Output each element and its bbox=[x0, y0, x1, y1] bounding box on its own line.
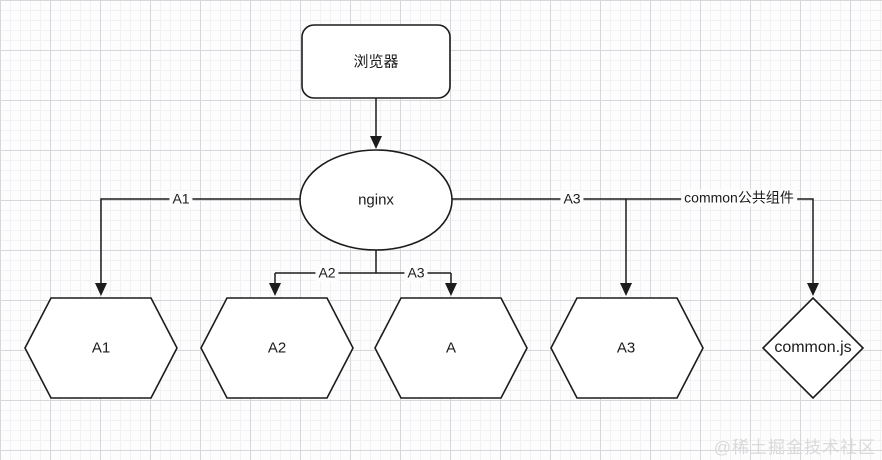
hexagon-a-label: A bbox=[445, 339, 457, 357]
nginx-node-label: nginx bbox=[358, 191, 394, 209]
arrowhead-nginx-to-a2 bbox=[269, 283, 281, 296]
hexagon-a-shape bbox=[374, 297, 528, 399]
edge-label-a3-mid: A3 bbox=[404, 264, 428, 282]
arrowhead-nginx-to-common bbox=[807, 283, 819, 296]
edge-nginx-to-common bbox=[452, 198, 814, 283]
diamond-commonjs-shape bbox=[761, 296, 865, 400]
arrowhead-browser-to-nginx bbox=[370, 136, 382, 149]
hexagon-a2-label: A2 bbox=[267, 339, 287, 357]
nginx-node-shape bbox=[299, 149, 453, 251]
arrowhead-nginx-to-a1 bbox=[95, 283, 107, 296]
edge-nginx-to-a1 bbox=[100, 198, 300, 283]
edge-label-a3-right: A3 bbox=[560, 190, 584, 208]
hexagon-a1-label: A1 bbox=[91, 339, 111, 357]
edge-label-a2: A2 bbox=[315, 264, 339, 282]
edge-label-a1: A1 bbox=[169, 190, 193, 208]
browser-node-label: 浏览器 bbox=[353, 53, 399, 71]
arrowhead-nginx-to-a-mid bbox=[445, 283, 457, 296]
diamond-commonjs-label: common.js bbox=[774, 339, 852, 356]
watermark-text: @稀土掘金技术社区 bbox=[713, 438, 876, 457]
hexagon-a1-shape bbox=[24, 297, 178, 399]
hexagon-a3-shape bbox=[550, 297, 704, 399]
browser-node-shape bbox=[301, 24, 451, 99]
arrowhead-nginx-to-a3 bbox=[620, 283, 632, 296]
hexagon-a2-shape bbox=[200, 297, 354, 399]
hexagon-a3-label: A3 bbox=[616, 339, 636, 357]
edge-label-common: common公共组件 bbox=[681, 189, 797, 207]
